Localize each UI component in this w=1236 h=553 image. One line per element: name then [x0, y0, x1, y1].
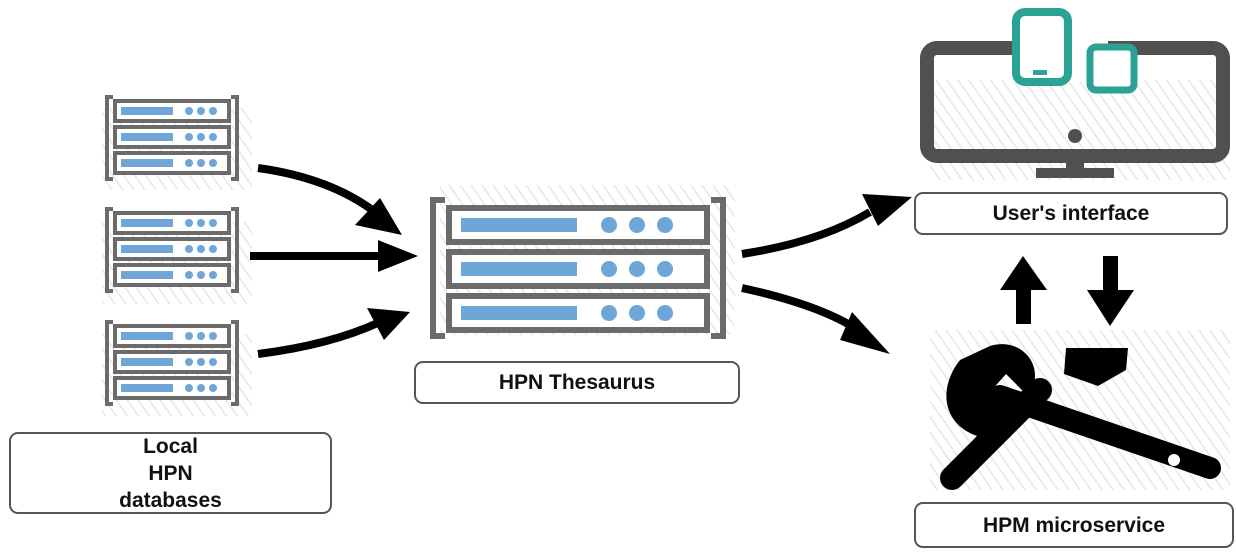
arrowhead [367, 308, 410, 340]
user-interface-label: User's interface [914, 192, 1228, 235]
server-rack-icon [430, 197, 726, 339]
local-databases-label: Local HPN databases [9, 432, 332, 514]
arrowhead [862, 194, 912, 226]
arrow-up-head [1000, 256, 1047, 290]
server-rack-icon [105, 95, 239, 181]
arrow-down-shaft [1103, 256, 1118, 294]
monitor-with-devices-icon [920, 8, 1230, 178]
server-rack-icon [105, 207, 239, 293]
local-databases-line-2: HPN [148, 461, 193, 485]
arrow-thesaurus-to-microservice [741, 284, 861, 334]
arrow-thesaurus-to-ui [741, 208, 873, 258]
arrowhead [355, 198, 402, 235]
arrowhead [840, 312, 890, 354]
microservice-label: HPM microservice [914, 502, 1234, 548]
arrow-db1-to-thesaurus [257, 164, 378, 216]
arrow-db3-to-thesaurus [257, 318, 382, 358]
arrows [250, 164, 1134, 358]
arrow-down-head [1087, 290, 1134, 326]
server-rack-icon [105, 320, 239, 406]
local-databases-line-1: Local [143, 434, 198, 458]
wrench-hammer-tools-icon [940, 344, 1221, 490]
local-databases-line-3: databases [119, 488, 222, 512]
arrowhead [378, 240, 418, 272]
arrow-up-shaft [1016, 284, 1031, 324]
thesaurus-label: HPN Thesaurus [414, 361, 740, 404]
